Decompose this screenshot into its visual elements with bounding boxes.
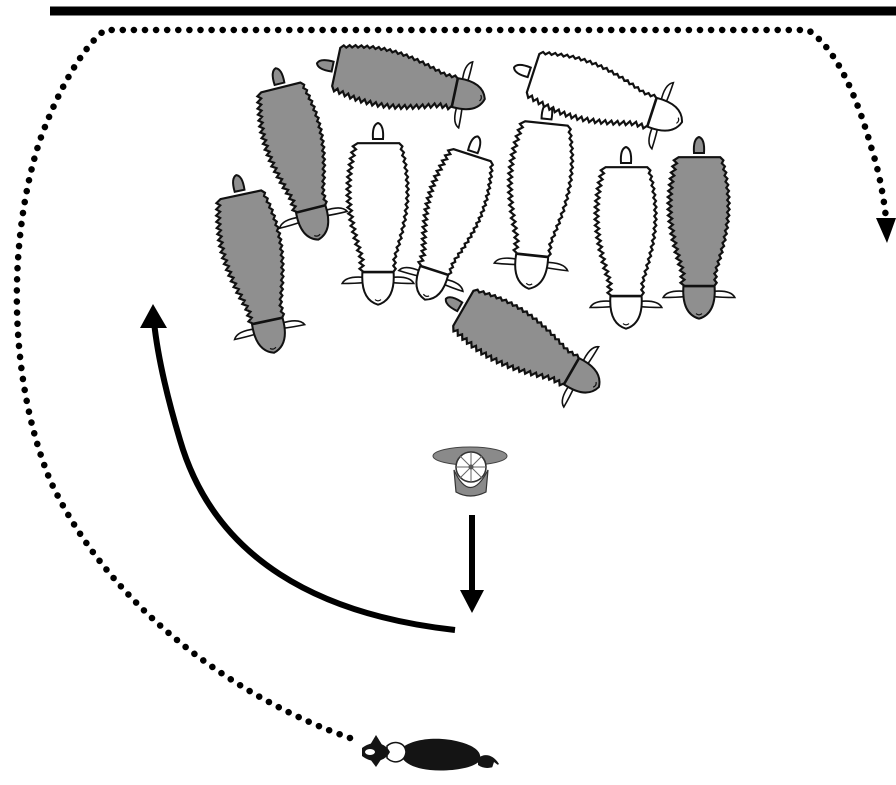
straight-arrow-head <box>460 590 484 613</box>
sheep-10 <box>429 269 617 418</box>
flock-curved-arrow <box>154 322 455 630</box>
handler-top-view <box>433 447 507 496</box>
curved-arrow-head <box>140 304 167 328</box>
sheep-9 <box>663 137 735 319</box>
sheepdog-top-view <box>362 735 499 771</box>
sheep-3 <box>342 123 414 305</box>
dotted-path-arrowhead <box>876 218 896 243</box>
sheep-6 <box>492 99 585 292</box>
sheep-4 <box>310 30 492 132</box>
sheep-8 <box>590 147 662 329</box>
flock <box>201 30 735 417</box>
